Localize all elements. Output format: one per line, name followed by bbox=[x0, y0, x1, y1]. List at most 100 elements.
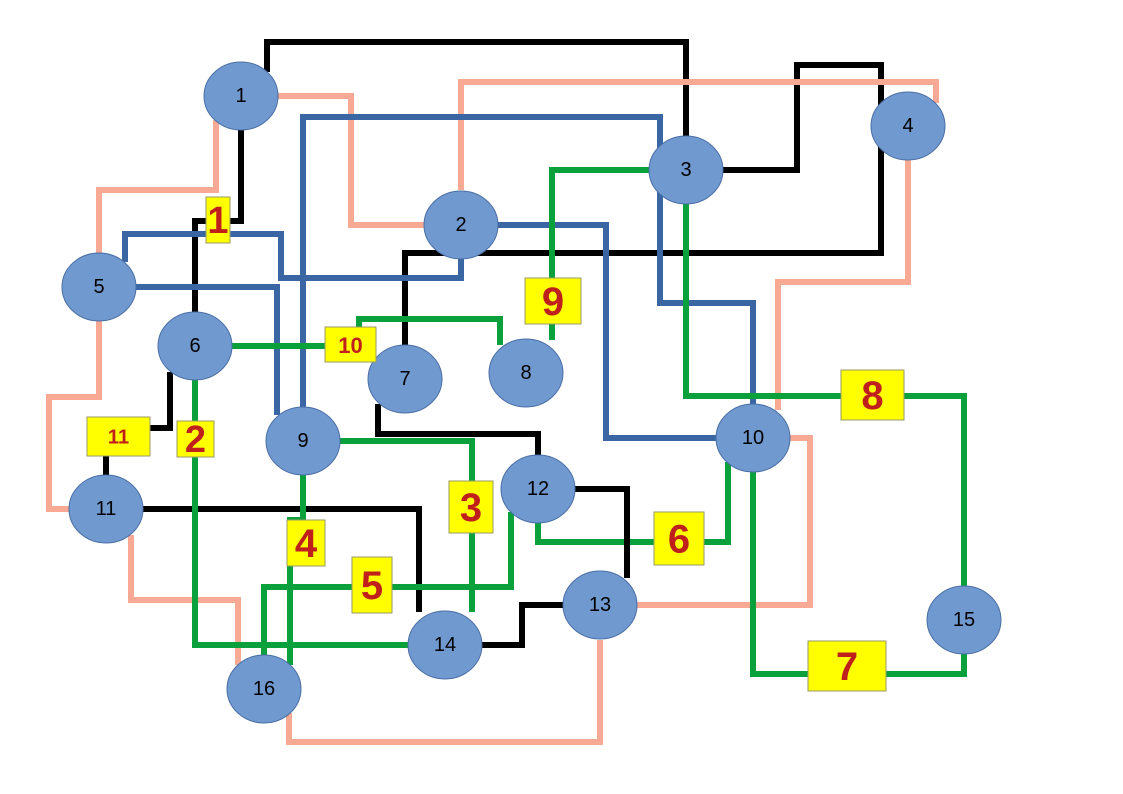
tag-box bbox=[86, 416, 151, 457]
edge-2-5 bbox=[122, 231, 464, 281]
node-label: 10 bbox=[742, 427, 764, 449]
node-6: 6 bbox=[157, 311, 233, 381]
node-9: 9 bbox=[265, 406, 341, 476]
node-label: 7 bbox=[399, 368, 410, 390]
node-label: 15 bbox=[953, 609, 975, 631]
node-circle bbox=[715, 403, 791, 473]
tag-label: 8 bbox=[861, 374, 883, 418]
edge-3-4 bbox=[718, 62, 884, 173]
node-circle bbox=[367, 344, 443, 414]
edge-tag-8: 8 bbox=[840, 369, 905, 421]
node-5: 5 bbox=[61, 252, 137, 322]
edge-4-10 bbox=[775, 160, 911, 410]
tag-box bbox=[840, 369, 905, 421]
edge-tag-11: 11 bbox=[86, 416, 151, 457]
tag-box bbox=[653, 511, 705, 566]
edge-tag-6: 6 bbox=[653, 511, 705, 566]
edge-7-13 bbox=[375, 404, 541, 455]
node-circle bbox=[648, 135, 724, 205]
node-circle bbox=[68, 474, 144, 544]
node-circle bbox=[157, 311, 233, 381]
tag-label: 4 bbox=[295, 522, 318, 566]
edge-tag-10: 10 bbox=[324, 326, 377, 363]
edge-1-3 bbox=[264, 39, 689, 150]
node-4: 4 bbox=[870, 91, 946, 161]
tag-label: 3 bbox=[460, 486, 482, 530]
node-14: 14 bbox=[407, 610, 483, 680]
tag-label: 6 bbox=[668, 518, 690, 562]
tag-label: 5 bbox=[361, 564, 383, 608]
tag-label: 10 bbox=[338, 333, 362, 358]
tag-label: 1 bbox=[207, 200, 228, 242]
edge-1-11 bbox=[96, 120, 219, 253]
edge-11-14 bbox=[143, 506, 422, 612]
edge-10-12 bbox=[535, 462, 731, 545]
node-label: 6 bbox=[189, 335, 200, 357]
tag-box bbox=[286, 519, 326, 567]
tag-box bbox=[524, 277, 582, 325]
tag-label: 7 bbox=[836, 645, 858, 689]
node-label: 9 bbox=[297, 430, 308, 452]
node-circle bbox=[203, 61, 279, 131]
edge-3-15 bbox=[683, 204, 967, 586]
node-label: 5 bbox=[93, 276, 104, 298]
edge-10-13 bbox=[636, 435, 813, 608]
edge-11-16 bbox=[128, 535, 241, 665]
tag-box bbox=[351, 556, 393, 614]
node-label: 11 bbox=[96, 498, 117, 520]
edge-5-9 bbox=[136, 284, 280, 415]
node-circle bbox=[226, 654, 302, 724]
tag-box bbox=[205, 196, 231, 244]
node-2: 2 bbox=[423, 190, 499, 260]
node-circle bbox=[407, 610, 483, 680]
node-label: 16 bbox=[253, 678, 275, 700]
node-12: 12 bbox=[500, 454, 576, 524]
node-11: 11 bbox=[68, 474, 144, 544]
node-label: 8 bbox=[520, 362, 531, 384]
edge-tag-9: 9 bbox=[524, 277, 582, 325]
node-label: 1 bbox=[235, 85, 246, 107]
edge-3-10 bbox=[657, 196, 756, 404]
node-3: 3 bbox=[648, 135, 724, 205]
edge-12c bbox=[575, 486, 630, 578]
node-circle bbox=[265, 406, 341, 476]
edge-tag-3: 3 bbox=[448, 480, 494, 534]
edge-13-14 bbox=[482, 602, 568, 648]
edge-13-16 bbox=[286, 640, 603, 745]
node-15: 15 bbox=[926, 585, 1002, 655]
tag-label: 9 bbox=[542, 280, 564, 324]
tag-box bbox=[807, 640, 887, 692]
node-label: 4 bbox=[902, 115, 913, 137]
node-label: 3 bbox=[680, 159, 691, 181]
edge-tag-1: 1 bbox=[205, 196, 231, 244]
node-8: 8 bbox=[488, 338, 564, 408]
node-label: 14 bbox=[434, 634, 456, 656]
node-circle bbox=[61, 252, 137, 322]
node-circle bbox=[926, 585, 1002, 655]
node-circle bbox=[500, 454, 576, 524]
node-circle bbox=[423, 190, 499, 260]
tag-label: 2 bbox=[185, 419, 206, 461]
edge-9-14 bbox=[340, 438, 475, 612]
edge-tag-2: 2 bbox=[176, 419, 215, 461]
edge-4-7 bbox=[402, 140, 884, 345]
tag-label: 11 bbox=[108, 427, 129, 449]
tag-box bbox=[176, 420, 215, 458]
edge-2-4 bbox=[458, 79, 939, 190]
edge-tag-7: 7 bbox=[807, 640, 887, 692]
node-circle bbox=[488, 338, 564, 408]
edge-tag-4: 4 bbox=[286, 519, 326, 567]
tag-box bbox=[324, 326, 377, 363]
edge-6-7-8 bbox=[230, 316, 503, 349]
node-circle bbox=[562, 570, 638, 640]
edge-9-16 bbox=[287, 475, 306, 665]
edge-1-2 bbox=[276, 93, 426, 228]
node-circle bbox=[870, 91, 946, 161]
node-10: 10 bbox=[715, 403, 791, 473]
node-label: 2 bbox=[455, 214, 466, 236]
node-label: 13 bbox=[589, 594, 611, 616]
node-label: 12 bbox=[527, 478, 549, 500]
